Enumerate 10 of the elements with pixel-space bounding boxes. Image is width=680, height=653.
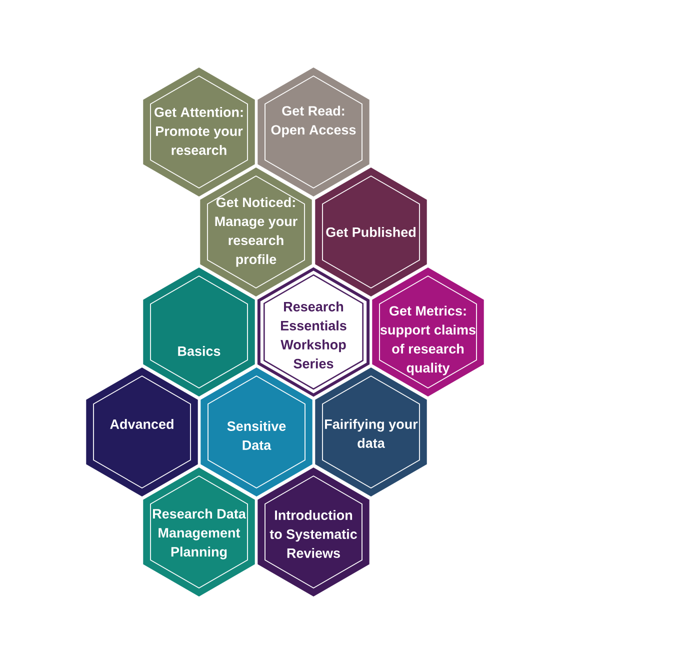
hexagon: Sensitive Data — [200, 368, 312, 496]
hexagon: Get Metrics: support claims of research quality — [372, 268, 484, 396]
hexagon: Advanced — [86, 368, 198, 496]
hexagon: Get Published — [315, 168, 427, 296]
hexagon: Get Read: Open Access — [258, 68, 370, 196]
hexagon: Get Noticed: Manage your research profile — [200, 168, 312, 296]
hexagon: Research Data Management Planning — [143, 468, 255, 596]
hexagon: Introduction to Systematic Reviews — [258, 468, 370, 596]
hexagon: Get Attention: Promote your research — [143, 68, 255, 196]
hexagon: Basics — [143, 268, 255, 396]
